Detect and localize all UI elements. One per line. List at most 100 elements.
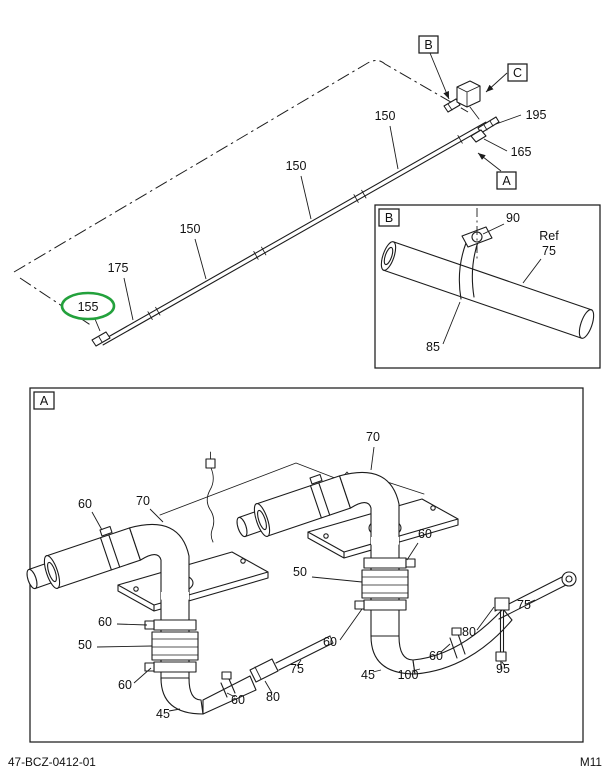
page-code: M11 [580, 755, 602, 769]
callout-label: 150 [286, 159, 307, 173]
footer: 47-BCZ-0412-01 M11 [8, 755, 602, 769]
left-inlet-coupling [26, 525, 141, 590]
callout-label: 175 [108, 261, 129, 275]
callout-155-highlighted: 155 [60, 291, 116, 332]
connector-part [456, 80, 481, 120]
drain-rod-95 [494, 597, 510, 669]
left-elbow-45 [160, 677, 204, 715]
callout-label: 60 [118, 678, 132, 692]
main-view: B C A 150 150 150 175 [13, 35, 547, 347]
left-downpipe-stack [144, 592, 199, 681]
callout-label: 60 [78, 497, 92, 511]
clamp-screw [309, 473, 323, 485]
marker-letter-a: A [502, 174, 511, 188]
detail-marker-b: B [418, 35, 450, 100]
callout-label: Ref [539, 229, 559, 243]
callout-label: 150 [180, 222, 201, 236]
detail-marker-c: C [485, 63, 528, 93]
clamp-screw [221, 671, 232, 680]
callout-label: 80 [462, 625, 476, 639]
callout-150-c: 150 [180, 222, 207, 280]
marker-letter-c: C [513, 66, 522, 80]
callout-60-left-hose: 60 [226, 692, 245, 707]
nut-165 [470, 129, 487, 143]
callout-ref-75: Ref 75 [522, 229, 559, 284]
callout-label: 80 [266, 690, 280, 704]
detail-b-tube [380, 241, 595, 339]
callout-label: 155 [78, 300, 99, 314]
callout-60-right-clamp-lower: 60 [323, 608, 363, 649]
rod-clamp-80 [494, 597, 510, 611]
clip-part [443, 98, 461, 113]
hose-clamp [153, 619, 197, 631]
callout-label: 75 [517, 598, 531, 612]
callout-70-right: 70 [366, 430, 380, 471]
left-fitting-80 [249, 658, 279, 683]
detail-a-view: A [26, 387, 584, 743]
tube-end-fitting-155 [91, 331, 111, 347]
detail-b-marker: B [378, 208, 400, 227]
callout-150-b: 150 [286, 159, 312, 220]
right-tube-75 [494, 571, 577, 620]
detail-b-view: B 90 Ref 75 85 [374, 204, 601, 369]
callout-75-left: 75 [290, 659, 304, 676]
marker-letter-b: B [424, 38, 432, 52]
callout-label: 195 [526, 108, 547, 122]
clamp-screw [99, 525, 113, 537]
callout-label: 50 [293, 565, 307, 579]
right-downpipe-stack [354, 537, 416, 637]
callout-175: 175 [108, 261, 134, 321]
hose-clamp [363, 557, 407, 569]
detail-marker-a: A [477, 152, 517, 190]
callout-195: 195 [495, 108, 547, 125]
callout-95: 95 [496, 661, 510, 676]
callout-75-right: 75 [517, 598, 536, 612]
hose-100 [412, 608, 513, 675]
callout-label: 45 [156, 707, 170, 721]
fuel-tube-assembly [100, 121, 489, 346]
callout-label: 60 [418, 527, 432, 541]
callout-label: 90 [506, 211, 520, 225]
callout-label: 60 [98, 615, 112, 629]
callout-label: 75 [290, 662, 304, 676]
marker-letter-a: A [40, 394, 49, 408]
callout-50-right: 50 [293, 565, 363, 583]
callout-label: 95 [496, 662, 510, 676]
callout-80-left: 80 [264, 680, 280, 704]
callout-label: 60 [429, 649, 443, 663]
marker-letter-b: B [385, 211, 393, 225]
document-number: 47-BCZ-0412-01 [8, 755, 96, 769]
right-inlet-coupling [236, 473, 351, 538]
panel-phantom-lines [13, 60, 469, 327]
callout-label: 75 [542, 244, 556, 258]
callout-50-left: 50 [78, 638, 153, 652]
callout-150-a: 150 [375, 109, 399, 170]
hose-coupling [151, 631, 199, 661]
callout-label: 60 [231, 693, 245, 707]
callout-80-right: 80 [462, 606, 495, 639]
callout-60-right-hose: 60 [429, 643, 451, 663]
clamp-screw [451, 627, 462, 636]
detail-a-marker: A [33, 391, 55, 410]
callout-60-right-clamp-upper: 60 [406, 527, 432, 561]
hose-clamp [153, 661, 197, 673]
callout-label: 150 [375, 109, 396, 123]
detail-a-frame [29, 387, 584, 743]
left-hose [202, 671, 257, 715]
callout-label: 70 [136, 494, 150, 508]
callout-label: 45 [361, 668, 375, 682]
callout-label: 70 [366, 430, 380, 444]
left-mounting-plate [117, 551, 269, 612]
callout-85: 85 [426, 301, 461, 354]
callout-label: 165 [511, 145, 532, 159]
highlight-ellipse [60, 291, 116, 321]
callout-label: 85 [426, 340, 440, 354]
tube-eyelet [561, 571, 577, 587]
callout-70-left: 70 [136, 494, 164, 523]
callout-60-left-coupling: 60 [78, 497, 103, 531]
detail-b-frame [374, 204, 601, 369]
callout-label: 50 [78, 638, 92, 652]
vent-cable [205, 451, 216, 543]
